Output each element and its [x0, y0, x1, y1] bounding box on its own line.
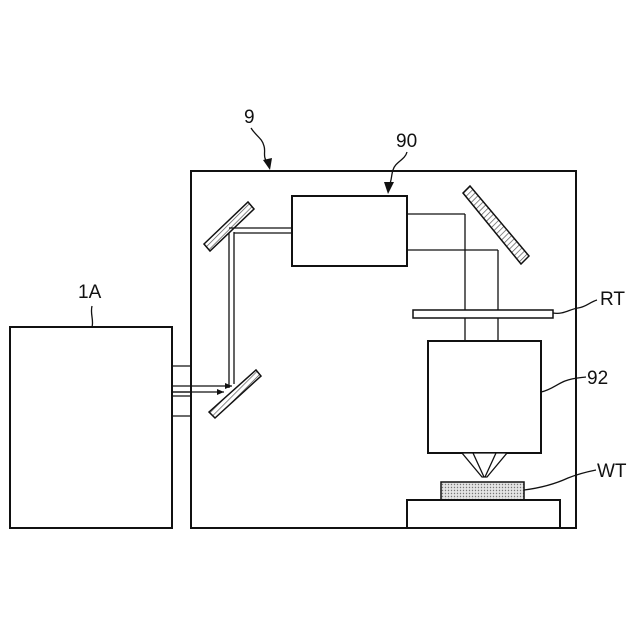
unit-92-label: 92: [587, 368, 608, 389]
unit-90-box: [292, 196, 407, 266]
reticle-label: RT: [600, 289, 625, 310]
apparatus-leader-line: [251, 128, 268, 164]
beam-duct: [172, 366, 192, 416]
light-source-label: 1A: [78, 282, 102, 303]
apparatus-label: 9: [244, 107, 255, 128]
light-source-leader-line: [91, 306, 92, 327]
unit-92-box: [428, 341, 541, 453]
unit-90-label: 90: [396, 131, 417, 152]
light-source-box: [10, 327, 172, 528]
apparatus-leader-arrow: [263, 158, 272, 170]
workpiece: [441, 482, 524, 500]
wafer-stage: [407, 500, 560, 528]
workpiece-label: WT: [597, 461, 627, 482]
reticle-plate: [413, 310, 553, 318]
